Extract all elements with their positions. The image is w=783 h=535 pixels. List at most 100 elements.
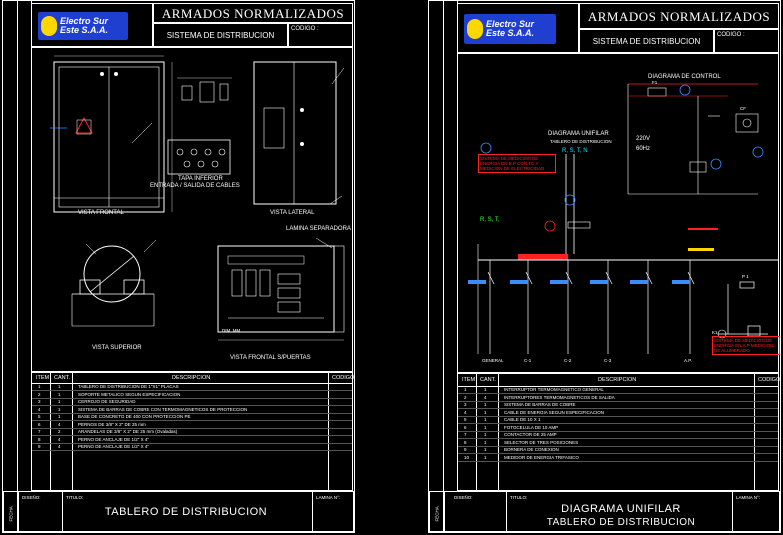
front-view-label: VISTA FRONTAL (78, 210, 124, 216)
page-subtitle: SISTEMA DE DISTRIBUCION (592, 37, 701, 46)
col-line (476, 374, 477, 490)
hdr-qty: CANT. (54, 375, 70, 381)
title-cell: ARMADOS NORMALIZADOS (579, 3, 779, 29)
circuit-label: A.P. (684, 358, 692, 363)
k1-label: K1 (712, 330, 718, 335)
cell-item: 5 (464, 417, 467, 422)
title-cell: ARMADOS NORMALIZADOS (153, 3, 353, 23)
margin-strip (429, 1, 444, 532)
unifilar-diagram (468, 83, 778, 354)
cell-desc: SISTEMA DE BARRAS DE COBRE CON TERMOMAGN… (78, 406, 248, 412)
hdr-desc: DESCRIPCION (172, 375, 211, 381)
subtitle-cell: SISTEMA DE DISTRIBUCION (153, 23, 288, 47)
phases-top: R, S, T, N (562, 148, 588, 154)
logo-text: Electro Sur Este S.A.A. (60, 16, 109, 35)
side-view-label: VISTA LATERAL (270, 210, 315, 216)
logo-mark-icon (467, 19, 483, 39)
cell-desc: FOTOCELULA DE 10 AMP (504, 424, 559, 430)
cell-qty: 2 (58, 429, 61, 434)
cell-qty: 1 (484, 409, 487, 415)
cell-desc: PERNOS DE 3/8" X 2" DE 25 mm (78, 421, 146, 427)
logo-text: Electro Sur Este S.A.A. (486, 19, 535, 38)
cell-qty: 1 (484, 454, 487, 460)
cf-label: CF (740, 106, 746, 111)
code-label: CODIGO : (717, 32, 745, 38)
unifilar-title: DIAGRAMA UNIFILAR (548, 131, 609, 137)
cell-desc: INTERRUPTORES TERMOMAGNETICOS DE SALIDA (504, 394, 615, 400)
cell-qty: 1 (484, 402, 487, 407)
cell-desc: CERROJO DE SEGURIDAD (78, 399, 136, 404)
margin-strip-2 (443, 1, 458, 491)
frequency-label: 60Hz (636, 146, 651, 152)
cell-desc: PERNO DE ANCLAJE DE 1/2" X 4" (78, 436, 149, 442)
hdr-item: ITEM (462, 377, 476, 383)
circuit-label: GENERAL (482, 358, 504, 363)
table-row: 4 1 CABLE DE ENERGIA SEGUN ESPECIFICACION (458, 409, 778, 417)
cell-desc: BORNERA DE CONEXION (504, 447, 559, 452)
footer-divider (312, 492, 313, 531)
cell-desc: SISTEMA DE BARRAS DE COBRE (504, 402, 576, 407)
cell-desc: MEDIDOR DE ENERGIA TRIFASICO (504, 454, 579, 460)
cell-desc: CABLE DE ENERGIA SEGUN ESPECIFICACION (504, 409, 605, 415)
table-row: 3 1 SISTEMA DE BARRAS DE COBRE (458, 401, 778, 409)
cell-qty: 4 (58, 444, 61, 449)
cell-desc: BASE DE CONCRETO DE 400 CON PROTECCION P… (78, 414, 191, 419)
col-line (50, 373, 51, 490)
design-label: DISEÑO: (22, 495, 41, 500)
separator-label: LAMINA SEPARADORA (286, 226, 351, 232)
drawing-area: VISTA FRONTAL VISTA LATERAL TAPA INFERIO… (31, 47, 353, 372)
front-view-2-label: VISTA FRONTAL S/PUERTAS (230, 355, 311, 361)
logo-cell: Electro Sur Este S.A.A. (457, 3, 579, 53)
hdr-qty: CANT. (480, 377, 496, 383)
col-line (754, 374, 755, 490)
cell-desc: SELECTOR DE TRES POSICIONES (504, 439, 579, 445)
unifilar-sub: TABLERO DE DISTRIBUCION (550, 139, 612, 144)
cell-item: 7 (464, 432, 467, 437)
f1-label: F1 (652, 80, 658, 85)
col-line (498, 374, 499, 490)
circuit-label: C-3 (604, 358, 612, 363)
cell-desc: PERNO DE ANCLAJE DE 1/2" X 4" (78, 444, 149, 449)
p1-label: P 1 (742, 274, 749, 279)
control-title: DIAGRAMA DE CONTROL (648, 74, 721, 80)
col-line (72, 373, 73, 490)
measurement-note-2: SISTEMA DE MEDICION DE ENERGIA EN A.P ME… (712, 336, 780, 355)
cell-item: 7 (38, 429, 41, 434)
cell-desc: CABLE DE 10 X 1 (504, 417, 541, 422)
logo-mark-icon (41, 16, 57, 36)
logo-cell: Electro Sur Este S.A.A. (31, 3, 153, 47)
company-logo: Electro Sur Este S.A.A. (464, 14, 556, 44)
cell-item: 2 (464, 394, 467, 400)
title-label: TITULO: (510, 495, 528, 500)
cell-qty: 1 (58, 391, 61, 397)
cell-qty: 1 (58, 414, 61, 419)
cell-item: 9 (464, 447, 467, 452)
company-logo: Electro Sur Este S.A.A. (38, 12, 128, 40)
table-body: 1 1 TABLERO DE DISTRIBUCION DE 1"X1" PLACA… (32, 383, 352, 490)
cell-item: 4 (464, 409, 467, 415)
code-cell: CODIGO : (714, 29, 779, 53)
cell-qty: 4 (58, 421, 61, 427)
cell-qty: 1 (58, 406, 61, 412)
cell-qty: 1 (58, 399, 61, 404)
design-label: DISEÑO: (454, 495, 473, 500)
cell-item: 8 (38, 436, 41, 442)
cell-item: 3 (464, 402, 467, 407)
sheet-label: LAMINA N°: (316, 495, 341, 500)
col-line (328, 373, 329, 490)
cell-qty: 1 (484, 424, 487, 430)
margin-strip-2 (17, 1, 32, 491)
cell-desc: TABLERO DE DISTRIBUCION DE 1"X1" PLACAS (78, 384, 179, 389)
cell-qty: 4 (58, 436, 61, 442)
table-header: ITEM CANT. DESCRIPCION CODIGO (458, 374, 780, 387)
cell-qty: 1 (484, 417, 487, 422)
